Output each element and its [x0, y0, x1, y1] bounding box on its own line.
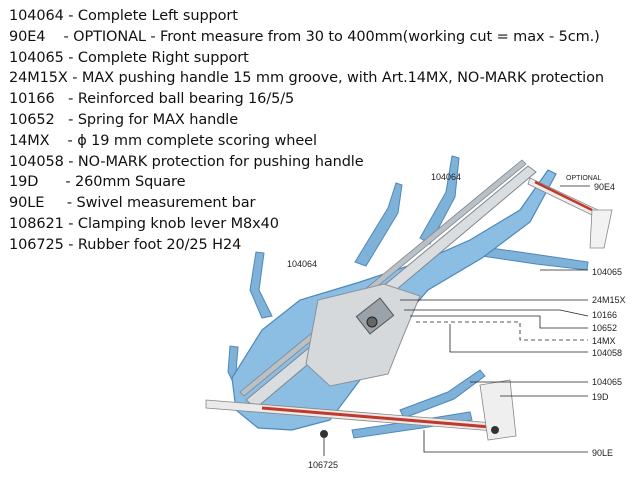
part-code: 104058: [9, 153, 64, 170]
part-description: Rubber foot 20/25 H24: [77, 236, 242, 253]
clamping-knob: [491, 426, 499, 434]
leader-lines: [323, 185, 590, 456]
parts-list-item: 104064 - Complete Left support: [9, 6, 604, 27]
part-description: Complete Right support: [77, 49, 249, 66]
part-description: Clamping knob lever M8x40: [77, 215, 279, 232]
part-separator: -: [54, 111, 78, 128]
part-code: 108621: [9, 215, 64, 232]
parts-list-item: 14MX - ϕ 19 mm complete scoring wheel: [9, 131, 604, 152]
parts-list-item: 108621 - Clamping knob lever M8x40: [9, 214, 604, 235]
parts-list-item: 10166 - Reinforced ball bearing 16/5/5: [9, 89, 604, 110]
callout-optional: OPTIONAL: [566, 175, 602, 182]
part-code: 14MX: [9, 132, 50, 149]
parts-list-item: 90E4 - OPTIONAL - Front measure from 30 …: [9, 27, 604, 48]
callout-24M15X: 24M15X: [592, 295, 626, 305]
callout-104065-bottom: 104065: [592, 377, 622, 387]
arm-upper-mid: [419, 155, 460, 245]
part-code: 19D: [9, 174, 39, 191]
part-separator: -: [44, 195, 77, 212]
part-description: OPTIONAL - Front measure from 30 to 400m…: [73, 28, 600, 45]
measurement-bar-scale: [261, 406, 491, 429]
callout-10166: 10166: [592, 310, 617, 320]
part-code: 24M15X: [9, 70, 68, 87]
part-separator: -: [63, 49, 78, 66]
leader-10166: [404, 309, 589, 317]
parts-list-item: 10652 - Spring for MAX handle: [9, 110, 604, 131]
part-description: Complete Left support: [77, 8, 238, 24]
part-separator: -: [63, 8, 78, 24]
part-separator: -: [63, 153, 78, 170]
parts-list-item: 24M15X - MAX pushing handle 15 mm groove…: [9, 68, 604, 89]
part-description: Reinforced ball bearing 16/5/5: [77, 91, 295, 108]
part-code: 10652: [9, 111, 55, 128]
part-description: Spring for MAX handle: [77, 111, 239, 128]
callout-104058: 104058: [592, 348, 622, 358]
part-separator: -: [49, 132, 78, 149]
callout-90E4: 90E4: [594, 182, 615, 192]
front-measure-scale: [534, 180, 593, 212]
callout-104065-top: 104065: [592, 267, 622, 277]
scoring-wheel: [366, 316, 378, 328]
part-description: MAX pushing handle 15 mm groove, with Ar…: [81, 70, 604, 87]
rubber-foot: [320, 430, 328, 438]
part-separator: -: [38, 174, 76, 191]
pushing-handle-block: [355, 297, 395, 335]
callout-14MX: 14MX: [592, 336, 616, 346]
leader-90LE: [423, 430, 588, 453]
parts-list-item: 104058 - NO-MARK protection for pushing …: [9, 152, 604, 173]
callout-106725: 106725: [308, 460, 338, 470]
part-code: 10166: [9, 91, 55, 108]
part-code: 90E4: [9, 28, 46, 45]
parts-list-item: 104065 - Complete Right support: [9, 48, 604, 69]
parts-list-item: 106725 - Rubber foot 20/25 H24: [9, 235, 604, 256]
part-code: 90LE: [9, 195, 45, 212]
callout-10652: 10652: [592, 323, 617, 333]
part-description: ϕ 19 mm complete scoring wheel: [77, 132, 317, 149]
callout-104064-top: 104064: [431, 172, 461, 182]
leader-104058: [449, 324, 588, 353]
part-code: 104064: [9, 8, 64, 24]
base-plate: [305, 283, 421, 387]
parts-list-item: 90LE - Swivel measurement bar: [9, 193, 604, 214]
part-separator: -: [54, 91, 78, 108]
part-description: 260mm Square: [75, 174, 186, 191]
part-separator: -: [45, 28, 74, 45]
part-code: 104065: [9, 49, 64, 66]
parts-list-item: 19D - 260mm Square: [9, 172, 604, 193]
arm-lower-right: [399, 369, 486, 419]
part-code: 106725: [9, 236, 64, 253]
arm-upper-left: [354, 182, 403, 267]
callout-19D: 19D: [592, 392, 609, 402]
part-separator: -: [67, 70, 82, 87]
arm-left-back: [249, 251, 273, 319]
leader-14MX: [416, 321, 588, 341]
leader-10652: [410, 315, 588, 329]
front-measure-stop: [589, 209, 613, 249]
part-description: NO-MARK protection for pushing handle: [77, 153, 364, 170]
part-separator: -: [63, 215, 78, 232]
callout-90LE: 90LE: [592, 448, 613, 458]
part-description: Swivel measurement bar: [76, 195, 256, 212]
part-separator: -: [63, 236, 78, 253]
callout-104064-left: 104064: [287, 259, 317, 269]
